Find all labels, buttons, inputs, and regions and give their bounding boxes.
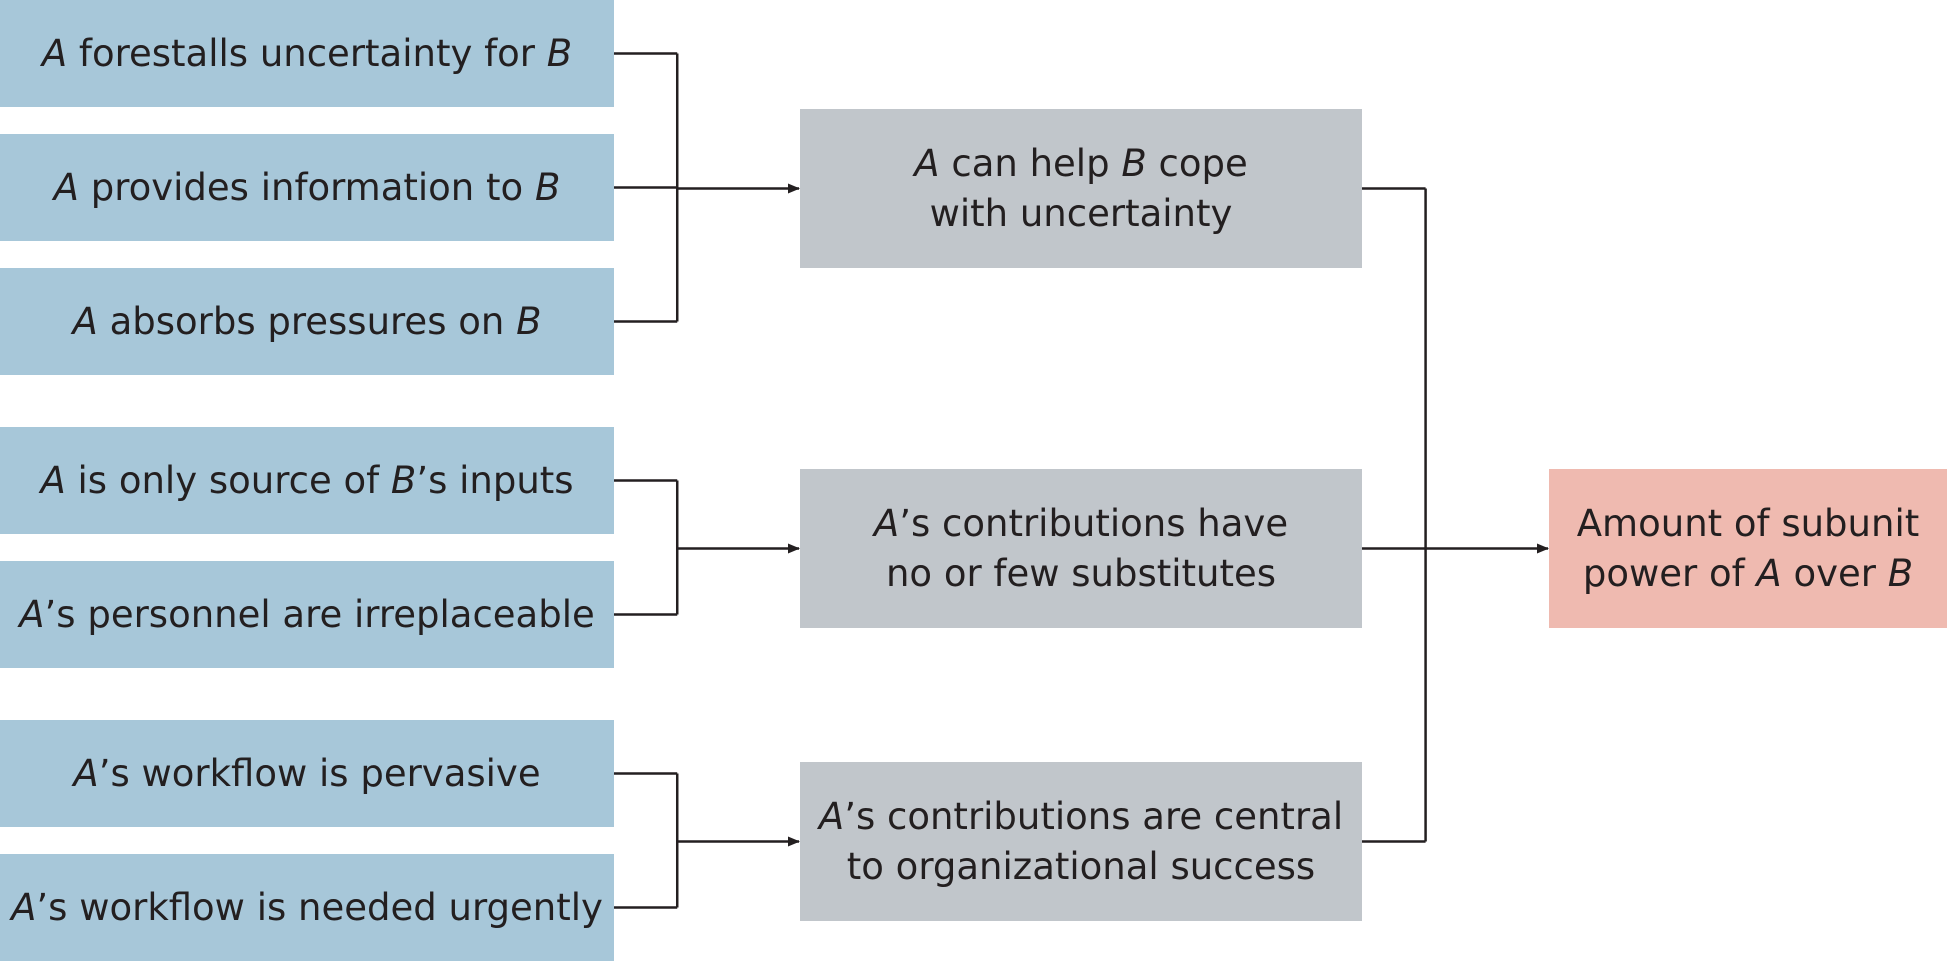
result-label-line: Amount of subunit bbox=[1576, 501, 1920, 545]
italic-variable: B bbox=[516, 299, 542, 343]
factor-label: A’s workflow is needed urgently bbox=[11, 885, 603, 929]
italic-variable: A bbox=[1756, 551, 1782, 595]
factor-only-source-of-inputs: A is only source of B’s inputs bbox=[0, 427, 614, 534]
italic-variable: A bbox=[914, 141, 940, 185]
italic-variable: A bbox=[818, 794, 845, 838]
outcome-label-line: A can help B cope bbox=[914, 141, 1248, 185]
outcome-central-to-success: A’s contributions are central to organiz… bbox=[800, 762, 1362, 921]
outcome-label-line: to organizational success bbox=[846, 844, 1316, 888]
factor-forestalls-uncertainty: A forestalls uncertainty for B bbox=[0, 0, 614, 107]
italic-variable: B bbox=[534, 165, 561, 209]
outcome-few-substitutes: A’s contributions have no or few substit… bbox=[800, 469, 1362, 628]
factor-label: A’s workflow is pervasive bbox=[73, 751, 541, 795]
result-label-line: power of A over B bbox=[1582, 551, 1914, 595]
outcome-cope-with-uncertainty: A can help B cope with uncertainty bbox=[800, 109, 1362, 268]
italic-variable: B bbox=[546, 31, 573, 75]
italic-variable: A bbox=[73, 751, 99, 795]
italic-variable: B bbox=[1121, 141, 1147, 185]
italic-variable: A bbox=[41, 31, 68, 75]
outcome-label-line: A’s contributions are central bbox=[818, 794, 1344, 838]
factor-label: A absorbs pressures on B bbox=[72, 299, 542, 343]
factor-label: A provides information to B bbox=[53, 165, 561, 209]
factor-label: A is only source of B’s inputs bbox=[40, 458, 574, 502]
factor-pervasive-workflow: A’s workflow is pervasive bbox=[0, 720, 614, 827]
italic-variable: A bbox=[40, 458, 66, 502]
italic-variable: A bbox=[72, 299, 98, 343]
result-subunit-power: Amount of subunit power of A over B bbox=[1549, 469, 1947, 628]
factor-label: A’s personnel are irreplaceable bbox=[19, 592, 595, 636]
italic-variable: A bbox=[11, 885, 37, 929]
outcome-label-line: with uncertainty bbox=[929, 191, 1233, 235]
factor-provides-information: A provides information to B bbox=[0, 134, 614, 241]
factor-label: A forestalls uncertainty for B bbox=[41, 31, 573, 75]
italic-variable: B bbox=[390, 458, 417, 502]
italic-variable: A bbox=[53, 165, 79, 209]
factor-irreplaceable-personnel: A’s personnel are irreplaceable bbox=[0, 561, 614, 668]
outcome-label-line: A’s contributions have bbox=[873, 501, 1289, 545]
factor-absorbs-pressures: A absorbs pressures on B bbox=[0, 268, 614, 375]
italic-variable: A bbox=[873, 501, 900, 545]
outcome-label-line: no or few substitutes bbox=[885, 551, 1277, 595]
factor-urgent-workflow: A’s workflow is needed urgently bbox=[0, 854, 614, 961]
italic-variable: A bbox=[19, 592, 45, 636]
italic-variable: B bbox=[1887, 551, 1914, 595]
